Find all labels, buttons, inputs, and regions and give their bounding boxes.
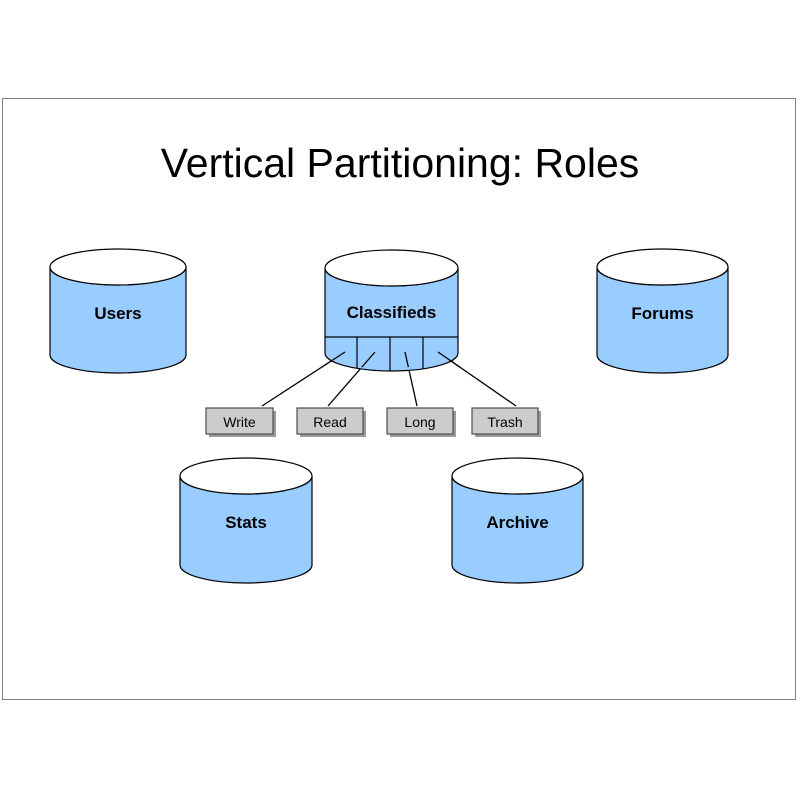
connector-stub-long [404,351,409,368]
database-cylinder-classifieds[interactable] [324,249,459,372]
cylinder-top-stats [179,457,313,495]
database-cylinder-users[interactable] [49,248,187,374]
cylinder-top-archive [451,457,584,495]
connector-stub-trash [437,351,461,368]
database-cylinder-stats[interactable] [179,457,313,584]
role-box-read[interactable] [296,407,366,437]
role-boxes-group [205,407,541,437]
role-box-rect-write [205,407,274,435]
role-box-rect-trash [471,407,539,435]
cylinder-top-classifieds [324,249,459,287]
role-box-long[interactable] [386,407,456,437]
connector-stub-write [321,351,346,368]
slide-frame-border [2,98,796,700]
connector-stub-read [361,351,376,368]
role-box-write[interactable] [205,407,276,437]
role-box-rect-read [296,407,364,435]
database-cylinder-forums[interactable] [596,248,729,374]
role-box-rect-long [386,407,454,435]
cylinder-top-forums [596,248,729,286]
database-cylinder-archive[interactable] [451,457,584,584]
database-cylinders-group [49,248,729,584]
page-title: Vertical Partitioning: Roles [160,140,640,186]
cylinder-top-users [49,248,187,286]
role-box-trash[interactable] [471,407,541,437]
